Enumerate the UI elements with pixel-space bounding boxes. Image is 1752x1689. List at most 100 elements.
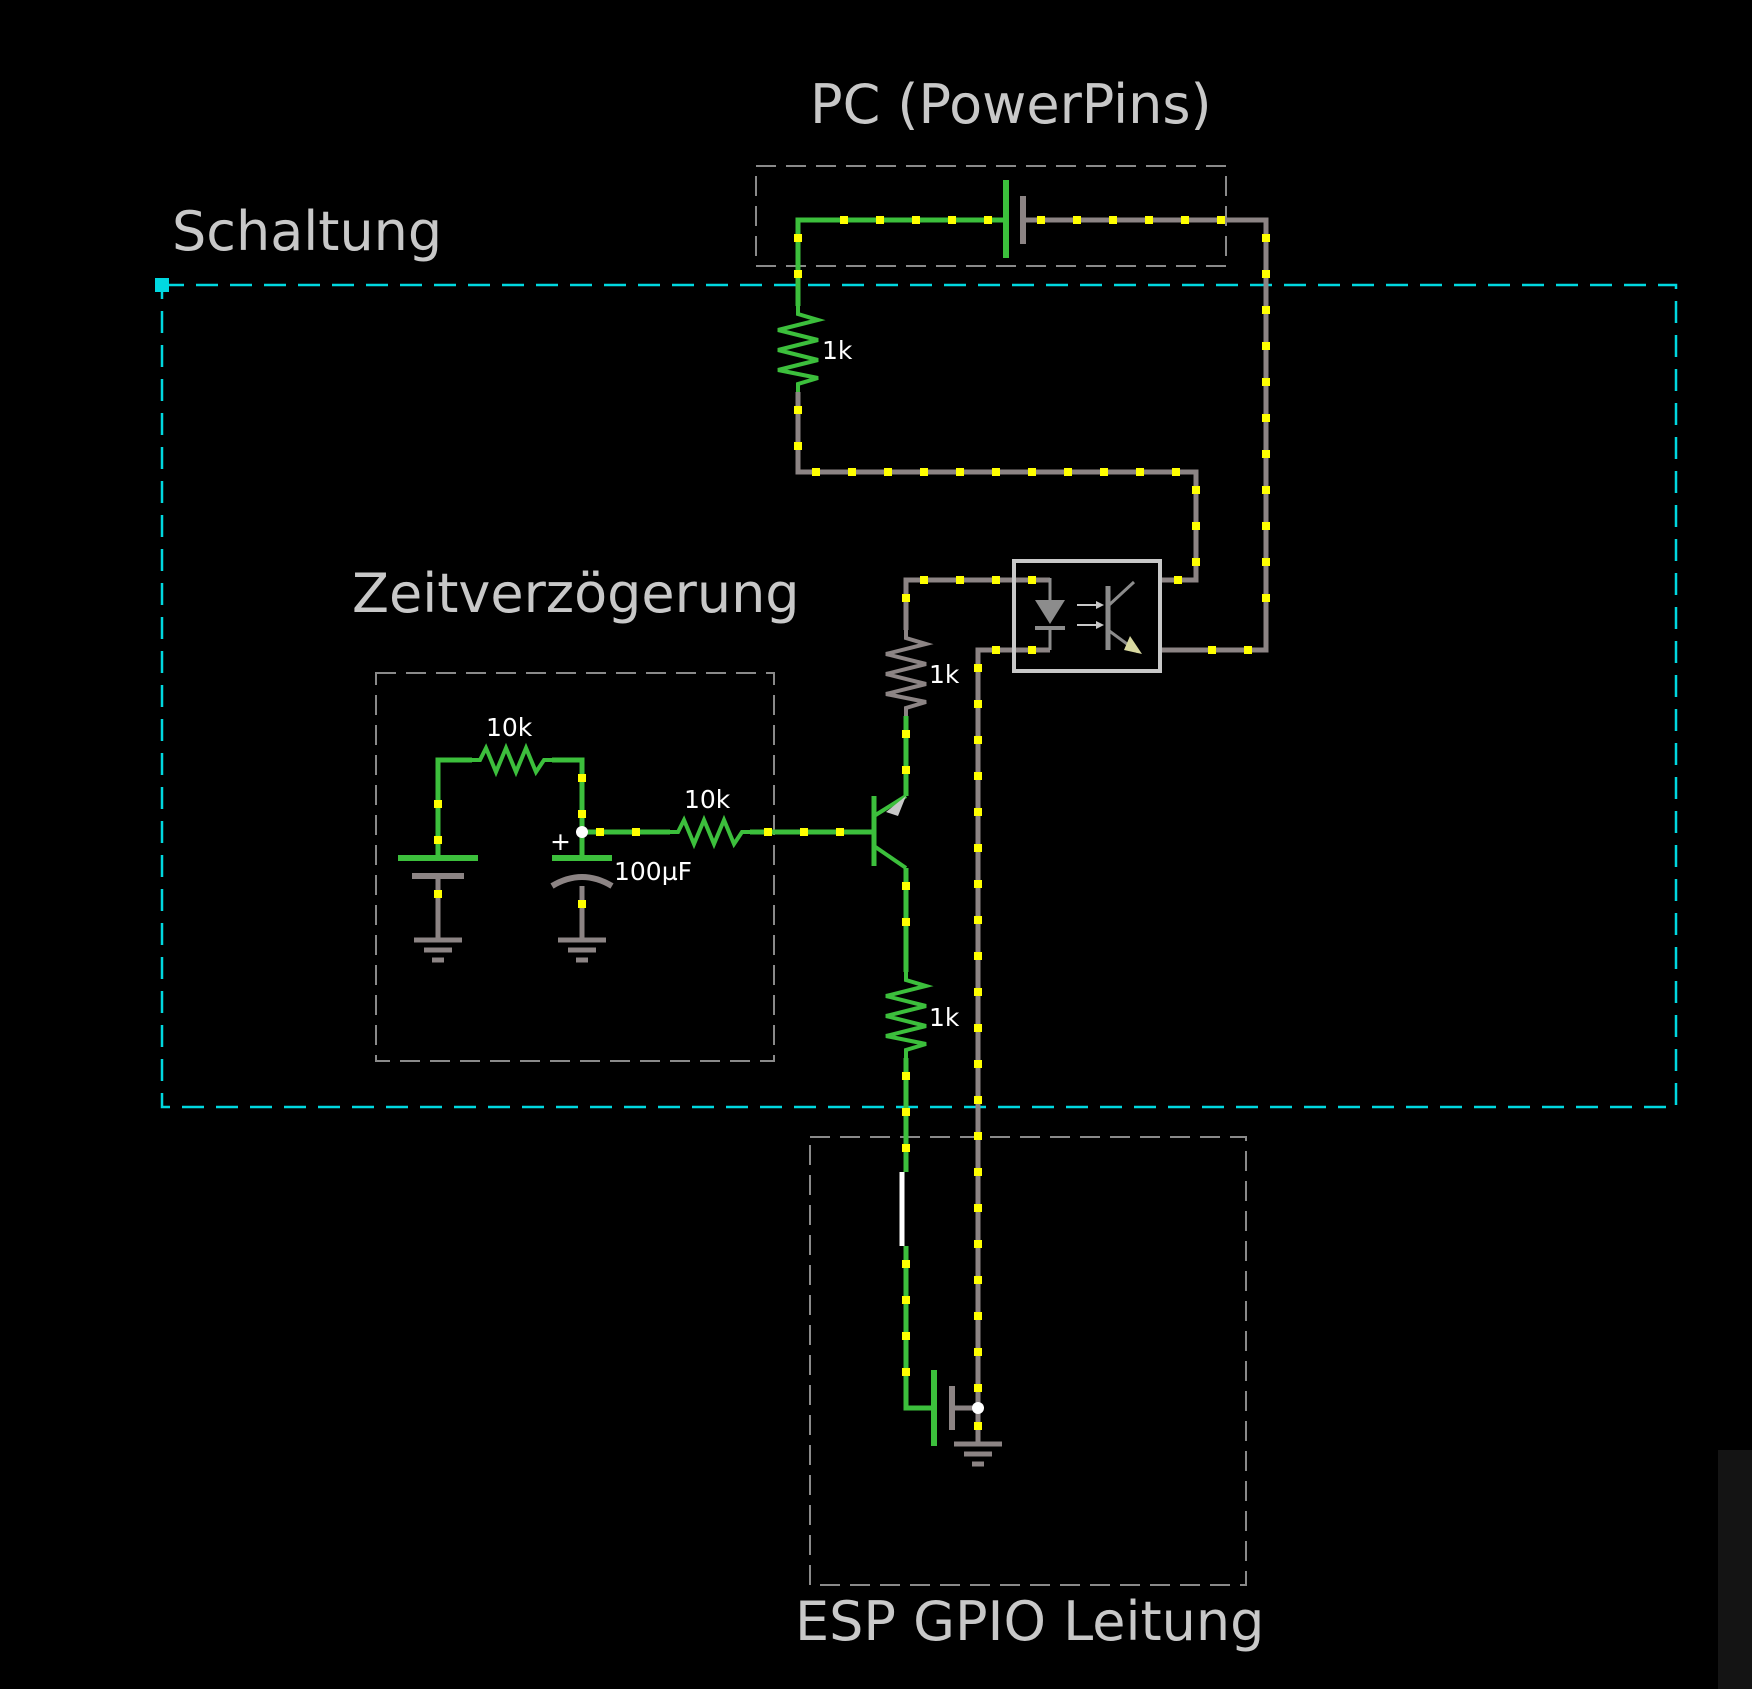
feedback-right-wire[interactable]: [552, 757, 585, 858]
current-dot: [992, 576, 1000, 584]
selection-handle[interactable]: [155, 278, 169, 292]
current-dot: [902, 1368, 910, 1376]
resistor-icon: [670, 814, 750, 850]
current-dot: [1262, 522, 1270, 530]
current-dot: [902, 1108, 910, 1116]
pc-box[interactable]: PC (PowerPins): [755, 73, 1227, 267]
current-dot: [974, 1422, 982, 1430]
current-dot: [632, 828, 640, 836]
current-dot: [974, 1132, 982, 1140]
transistor[interactable]: [871, 794, 908, 870]
resistor-r-feedback[interactable]: 10k: [472, 713, 552, 778]
current-dot: [974, 1096, 982, 1104]
current-dot: [1262, 414, 1270, 422]
current-dot: [974, 1168, 982, 1176]
wires: [434, 216, 1270, 1444]
current-dot: [1181, 216, 1189, 224]
current-dot: [948, 216, 956, 224]
ground-icon: [954, 1441, 1002, 1467]
current-dot: [578, 774, 586, 782]
schaltung-box[interactable]: Schaltung: [155, 200, 1678, 1109]
opto-led-wire[interactable]: [903, 577, 1014, 630]
current-dot: [912, 216, 920, 224]
current-dot: [578, 810, 586, 818]
ground-esp: [954, 1441, 1002, 1467]
current-dot: [902, 918, 910, 926]
current-dot: [1262, 342, 1270, 350]
current-dot: [974, 772, 982, 780]
current-dot: [956, 468, 964, 476]
schaltung-title: Schaltung: [172, 200, 442, 263]
pc-battery[interactable]: [1003, 180, 1026, 258]
current-dot: [1174, 576, 1182, 584]
esp-battery[interactable]: [931, 1370, 984, 1446]
current-dot: [974, 1204, 982, 1212]
resistor-label: 10k: [684, 785, 731, 814]
current-dot: [848, 468, 856, 476]
r-pc-to-opto-wire[interactable]: [795, 392, 1199, 583]
current-dot: [992, 468, 1000, 476]
current-dot: [1217, 216, 1225, 224]
resistor-label: 1k: [822, 336, 853, 365]
current-dot: [902, 594, 910, 602]
delay-battery[interactable]: [398, 855, 478, 879]
esp-box[interactable]: ESP GPIO Leitung: [795, 1136, 1264, 1653]
current-dot: [974, 1312, 982, 1320]
ground-icon: [558, 937, 606, 963]
current-dot: [956, 576, 964, 584]
current-dot: [1028, 576, 1036, 584]
ground-icon: [414, 937, 462, 963]
capacitor-label: 100µF: [614, 857, 692, 886]
current-dot: [974, 988, 982, 996]
opto-led-cathode-wire[interactable]: [975, 647, 1050, 1408]
pc-live-wire[interactable]: [795, 217, 1006, 306]
resistor-r-base[interactable]: 10k: [670, 785, 750, 850]
resistor-icon: [472, 742, 552, 778]
current-dot: [876, 216, 884, 224]
current-dot: [1037, 216, 1045, 224]
resistor-label: 10k: [486, 713, 533, 742]
capacitor-polarity: +: [550, 827, 571, 856]
current-dot: [1028, 468, 1036, 476]
current-dot: [974, 844, 982, 852]
current-dot: [902, 1332, 910, 1340]
current-dot: [1262, 450, 1270, 458]
current-dot: [578, 900, 586, 908]
current-dot: [1100, 468, 1108, 476]
current-dot: [812, 468, 820, 476]
current-dot: [794, 270, 802, 278]
current-dot: [984, 216, 992, 224]
current-dot: [794, 442, 802, 450]
current-dot: [1172, 468, 1180, 476]
optocoupler[interactable]: [1012, 559, 1162, 673]
current-dot: [1208, 646, 1216, 654]
current-dot: [902, 1072, 910, 1080]
battery-icon: [931, 1370, 955, 1446]
optocoupler-icon: [1012, 559, 1162, 673]
current-dot: [884, 468, 892, 476]
current-dot: [902, 766, 910, 774]
current-dot: [974, 952, 982, 960]
capacitor[interactable]: + 100µF: [550, 826, 692, 889]
zeitverzoegerung-box[interactable]: Zeitverzögerung: [352, 562, 800, 1062]
side-panel: [1718, 1450, 1752, 1689]
pnp-transistor-icon: [871, 794, 908, 870]
current-dot: [974, 664, 982, 672]
zeitverzoegerung-title: Zeitverzögerung: [352, 562, 800, 625]
current-dot: [1262, 234, 1270, 242]
current-dot: [1073, 216, 1081, 224]
resistor-r-emitter[interactable]: 1k: [885, 972, 960, 1058]
current-dot: [840, 216, 848, 224]
current-dot: [902, 1144, 910, 1152]
feedback-wire[interactable]: [435, 757, 472, 858]
resistor-r-pc[interactable]: 1k: [777, 306, 853, 392]
battery-icon: [1003, 180, 1026, 258]
resistor-r-opto[interactable]: 1k: [885, 630, 960, 716]
node-dot: [972, 1402, 984, 1414]
current-dot: [794, 406, 802, 414]
current-dot: [1244, 646, 1252, 654]
battery-icon: [398, 855, 478, 879]
esp-switch-wire[interactable]: [903, 1246, 934, 1411]
resistor-icon: [777, 306, 826, 392]
